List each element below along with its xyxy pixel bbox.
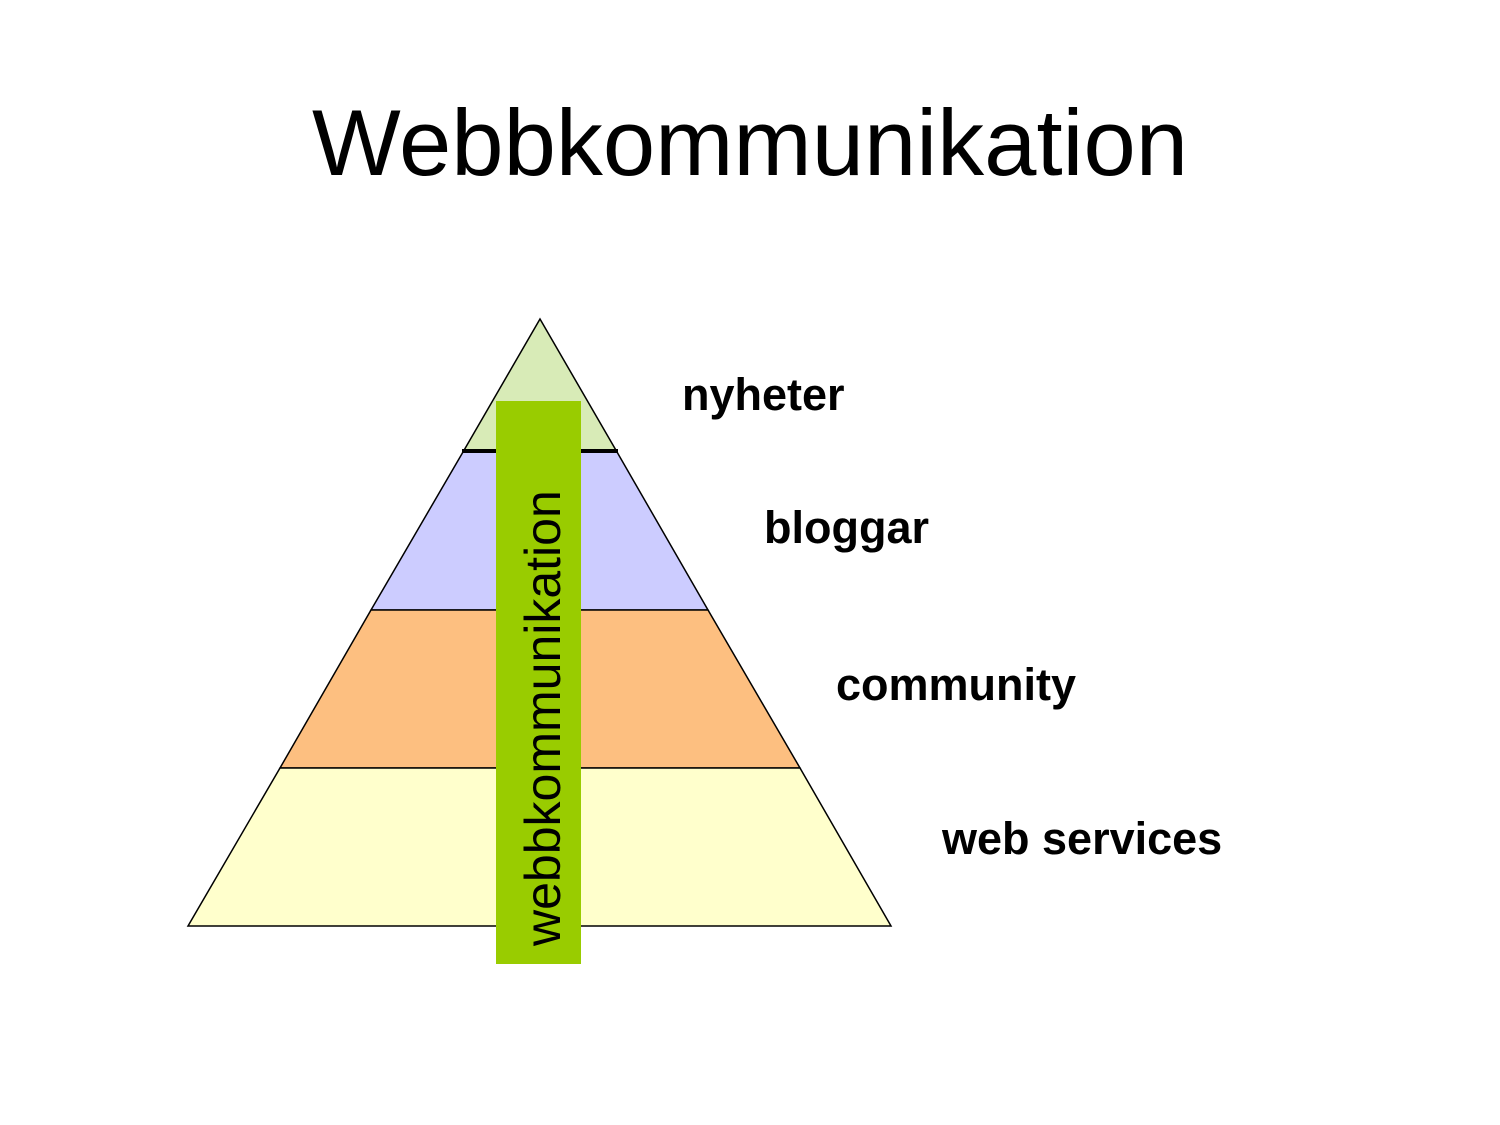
page-title: Webbkommunikation <box>311 90 1189 195</box>
tier-label-nyheter: nyheter <box>682 369 845 420</box>
tier-label-community: community <box>836 659 1076 710</box>
tier-label-web-services: web services <box>941 813 1222 864</box>
vertical-band-label: webbkommunikation <box>515 490 571 947</box>
vertical-band <box>496 401 581 964</box>
tier-label-bloggar: bloggar <box>764 502 929 553</box>
